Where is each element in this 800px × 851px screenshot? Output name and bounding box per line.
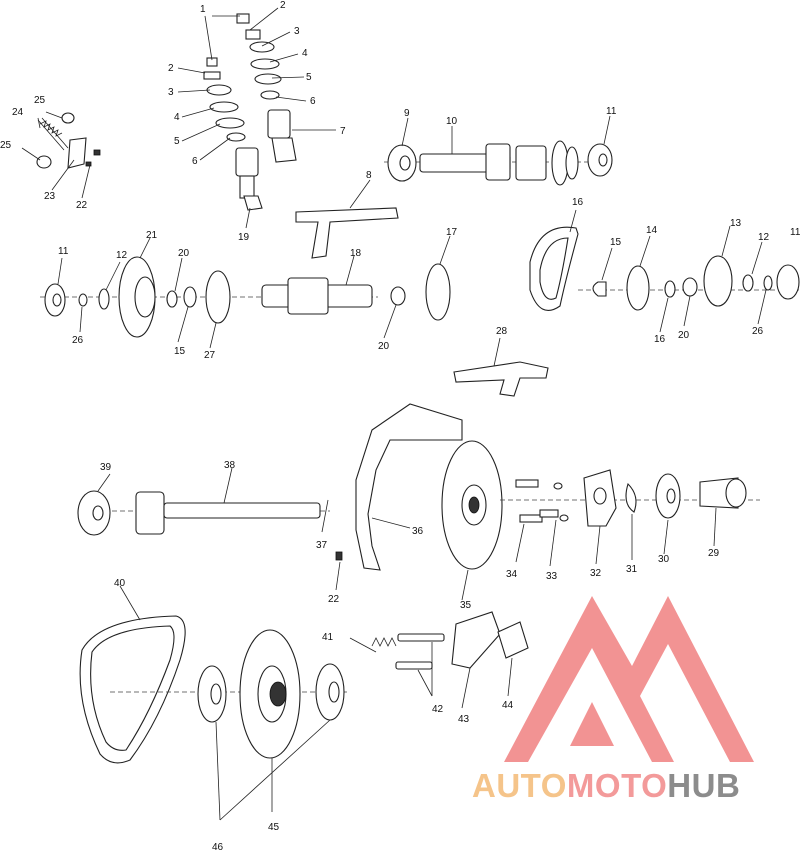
callout-label: 14 <box>646 225 658 236</box>
callout-label: 15 <box>610 237 622 248</box>
callout-label: 26 <box>752 326 764 337</box>
gear-45-assembly <box>110 629 350 821</box>
callout-label: 4 <box>174 112 180 123</box>
callout-label: 42 <box>432 704 444 715</box>
callout-label: 5 <box>306 72 312 83</box>
callout-label: 3 <box>294 26 300 37</box>
callout-label: 2 <box>168 63 174 74</box>
watermark-text-part: MOTO <box>566 767 668 804</box>
callout-label: 20 <box>378 341 390 352</box>
callout-label: 22 <box>76 200 88 211</box>
callout-label: 21 <box>146 230 158 241</box>
callout-label: 25 <box>0 140 12 151</box>
callout-label: 35 <box>460 600 472 611</box>
callout-label: 20 <box>678 330 690 341</box>
callout-label: 29 <box>708 548 720 559</box>
callout-label: 11 <box>790 227 800 238</box>
callout-label: 33 <box>546 571 558 582</box>
housing-plate-36 <box>335 403 463 591</box>
callout-label: 13 <box>730 218 742 229</box>
callout-label: 45 <box>268 822 280 833</box>
callout-label: 12 <box>758 232 770 243</box>
callout-label: 30 <box>658 554 670 565</box>
callout-label: 19 <box>238 232 250 243</box>
large-gear-35 <box>441 440 503 601</box>
callout-label: 2 <box>280 0 286 11</box>
callout-label: 28 <box>496 326 508 337</box>
shift-fork-8 <box>295 179 399 259</box>
shaft-38-assembly <box>77 467 330 536</box>
callout-label: 16 <box>572 197 584 208</box>
callout-label: 23 <box>44 191 56 202</box>
callout-label: 17 <box>446 227 458 238</box>
callout-label: 15 <box>174 346 186 357</box>
callout-label: 41 <box>322 632 334 643</box>
callout-label: 5 <box>174 136 180 147</box>
shift-rod-28 <box>453 337 549 397</box>
shift-assembly-left <box>203 57 263 211</box>
callout-label: 7 <box>340 126 346 137</box>
leader-lines-top <box>177 7 336 229</box>
callout-label: 34 <box>506 569 518 580</box>
callout-label: 40 <box>114 578 126 589</box>
callout-label: 22 <box>328 594 340 605</box>
callout-label: 11 <box>606 106 617 117</box>
watermark-text-part: HUB <box>667 767 741 804</box>
callout-label: 6 <box>192 156 198 167</box>
callout-label: 1 <box>200 4 206 15</box>
callout-label: 32 <box>590 568 602 579</box>
callout-label: 31 <box>626 564 638 575</box>
callout-label: 25 <box>34 95 46 106</box>
callout-label: 36 <box>412 526 424 537</box>
callout-label: 38 <box>224 460 236 471</box>
callout-label: 4 <box>302 48 308 59</box>
callout-label: 6 <box>310 96 316 107</box>
watermark-text: AUTOMOTOHUB <box>472 767 740 805</box>
callout-label: 8 <box>366 170 372 181</box>
callout-label: 39 <box>100 462 112 473</box>
callout-label: 10 <box>446 116 458 127</box>
parts-41-44 <box>349 611 529 709</box>
cover-parts-29-34 <box>500 469 760 567</box>
callout-label: 27 <box>204 350 216 361</box>
callout-label: 43 <box>458 714 470 725</box>
callout-label: 46 <box>212 842 224 851</box>
shift-assembly-right <box>236 13 297 163</box>
shaft-18-assembly <box>40 235 451 349</box>
callout-label: 20 <box>178 248 190 259</box>
watermark-mark <box>504 596 754 762</box>
callout-label: 11 <box>58 246 69 257</box>
detent-assembly <box>21 111 101 199</box>
callout-label: 44 <box>502 700 514 711</box>
watermark-text-part: AUTO <box>472 767 567 804</box>
callout-label: 37 <box>316 540 328 551</box>
callout-label: 26 <box>72 335 84 346</box>
callout-label: 18 <box>350 248 362 259</box>
drive-belt-40 <box>79 585 186 764</box>
callout-label: 9 <box>404 108 410 119</box>
callout-label: 16 <box>654 334 666 345</box>
shaft-10-assembly <box>384 115 613 186</box>
callout-label: 12 <box>116 250 128 261</box>
callout-label: 24 <box>12 107 24 118</box>
callout-label: 3 <box>168 87 174 98</box>
watermark-logo <box>504 596 754 762</box>
chain-16-and-gears <box>529 209 800 333</box>
